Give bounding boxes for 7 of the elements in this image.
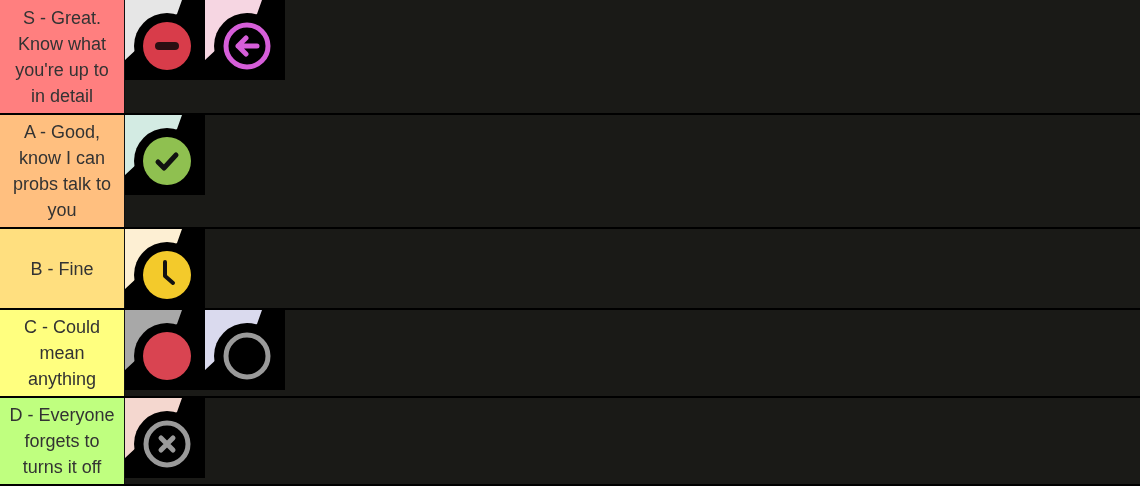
tier-label: D - Everyone forgets to turns it off bbox=[0, 398, 125, 484]
tier-label: S - Great. Know what you're up to in detail bbox=[0, 0, 125, 113]
tier-label: A - Good, know I can probs talk to you bbox=[0, 115, 125, 227]
ring-icon bbox=[205, 310, 285, 390]
tier-label: C - Could mean anything bbox=[0, 310, 125, 396]
tier-label: B - Fine bbox=[0, 229, 125, 308]
clock-icon bbox=[125, 229, 205, 309]
